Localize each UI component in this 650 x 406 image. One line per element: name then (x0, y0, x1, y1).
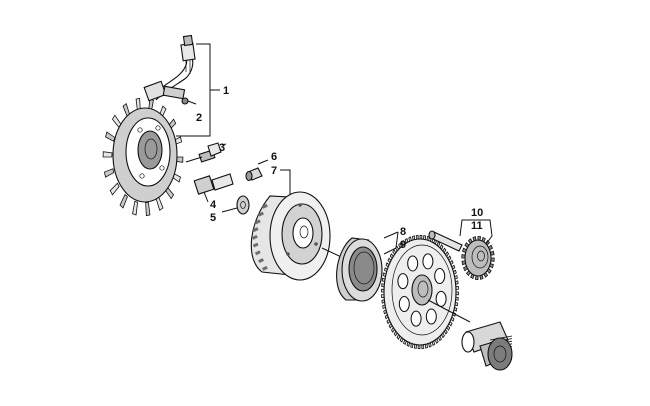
stator-bolt-part-3 (185, 142, 227, 163)
callout-8: 8 (400, 226, 406, 238)
callout-2: 2 (196, 112, 202, 124)
callout-4: 4 (210, 199, 217, 211)
wiring-harness (143, 34, 197, 105)
idler-shaft-part-10 (428, 230, 463, 252)
washer-part-5 (221, 195, 250, 215)
stator-assembly (102, 97, 184, 217)
flywheel-rotor (250, 191, 331, 281)
callout-6: 6 (271, 151, 277, 163)
callout-bracket-10-11 (459, 219, 493, 245)
callout-5: 5 (210, 212, 216, 224)
callout-bracket-1 (176, 43, 220, 137)
callout-1: 1 (223, 85, 229, 97)
callout-9: 9 (400, 239, 406, 251)
idler-gear-part-11 (461, 235, 495, 281)
callout-3: 3 (219, 142, 225, 154)
flywheel-bolt-part-4 (193, 173, 234, 203)
crank-hub (461, 321, 513, 371)
callout-10: 10 (471, 207, 483, 219)
callout-7: 7 (271, 165, 277, 177)
starter-clutch-part-8 (336, 231, 399, 302)
starter-driven-gear-part-9 (381, 234, 471, 350)
callout-11: 11 (471, 220, 483, 232)
